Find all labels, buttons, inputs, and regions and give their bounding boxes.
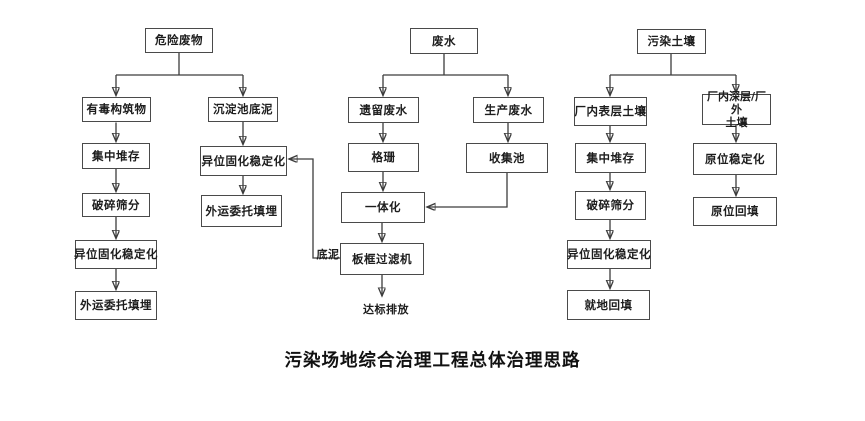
node-plate-frame-filter: 板框过滤机 [340, 243, 424, 275]
node-exsitu-ss-soil: 异位固化稳定化 [567, 240, 651, 269]
node-crush-screen-soil: 破碎筛分 [575, 191, 646, 220]
node-legacy-wastewater: 遗留废水 [348, 97, 419, 123]
node-toxic-structures: 有毒构筑物 [82, 97, 151, 122]
node-grating: 格珊 [348, 143, 419, 172]
label-sludge-edge: 底泥 [316, 248, 340, 261]
node-plant-deep-outside-soil: 厂内深层/厂外 土壤 [702, 90, 771, 129]
node-production-wastewater: 生产废水 [473, 97, 544, 123]
diagram-title: 污染场地综合治理工程总体治理思路 [284, 351, 581, 371]
node-exsitu-ss-sludge: 异位固化稳定化 [200, 146, 287, 176]
node-onsite-backfill: 就地回填 [567, 290, 650, 320]
node-exsitu-ss-hw: 异位固化稳定化 [74, 240, 158, 269]
node-plant-surface-soil: 厂内表层土壤 [574, 97, 647, 126]
label-standard-discharge: 达标排放 [363, 303, 409, 316]
node-integrated-unit: 一体化 [341, 192, 425, 223]
node-collection-pool: 收集池 [466, 143, 548, 173]
node-contaminated-soil: 污染土壤 [637, 29, 706, 54]
node-central-storage-soil: 集中堆存 [575, 143, 646, 173]
node-insitu-stabilization: 原位稳定化 [693, 143, 777, 175]
node-sediment-tank-sludge: 沉淀池底泥 [208, 97, 278, 122]
node-central-storage-hw: 集中堆存 [82, 143, 150, 169]
node-hazardous-waste: 危险废物 [145, 28, 213, 53]
node-crush-screen-hw: 破碎筛分 [82, 193, 150, 217]
node-offsite-landfill-sludge: 外运委托填埋 [201, 195, 282, 227]
node-insitu-backfill: 原位回填 [693, 197, 777, 226]
node-offsite-landfill-hw: 外运委托填埋 [75, 291, 157, 320]
node-wastewater: 废水 [410, 28, 478, 54]
